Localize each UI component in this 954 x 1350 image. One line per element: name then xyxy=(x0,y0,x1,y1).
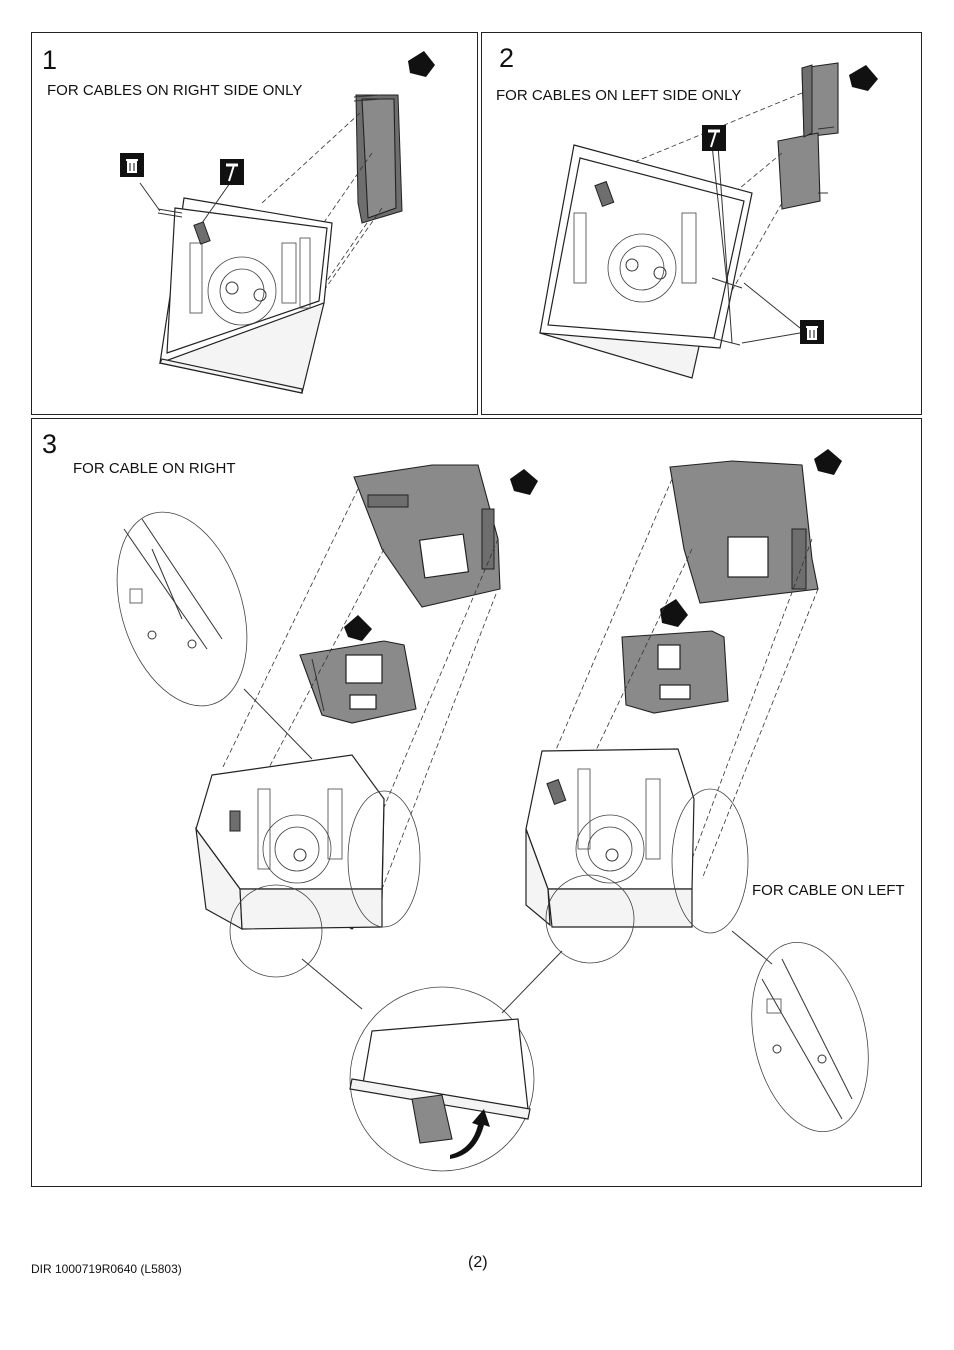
step-1-panel: 1 FOR CABLES ON RIGHT SIDE ONLY xyxy=(31,32,478,415)
device-base-left xyxy=(525,748,695,928)
detail-release-zoom xyxy=(349,1018,531,1159)
device-base xyxy=(159,197,333,394)
step-2-illustration xyxy=(539,62,878,379)
clip-part-right xyxy=(299,640,417,724)
step-2-panel: 2 FOR CABLES ON LEFT SIDE ONLY xyxy=(481,32,922,415)
cable-strip-part xyxy=(777,62,839,210)
hammer-icon xyxy=(220,159,244,185)
hammer-icon xyxy=(702,125,726,151)
step-1-illustration xyxy=(139,51,435,394)
push-arrow-icon xyxy=(660,599,688,627)
cable-strip-part xyxy=(353,94,403,224)
trash-bin-icon xyxy=(800,320,824,344)
push-arrow-icon xyxy=(344,615,372,641)
detail-right-zoom xyxy=(123,518,223,650)
step-3-illustration xyxy=(116,449,869,1172)
step-1-number: 1 xyxy=(42,45,58,75)
device-base-right xyxy=(195,754,385,931)
push-arrow-icon xyxy=(408,51,435,77)
trash-bin-icon xyxy=(120,153,144,177)
page-number: (2) xyxy=(468,1254,488,1271)
top-frame-part-left xyxy=(669,460,819,604)
rotate-arrow-icon xyxy=(450,1109,490,1159)
step-2-number: 2 xyxy=(499,43,515,73)
detail-left-zoom xyxy=(761,958,853,1120)
step-3-caption-left: FOR CABLE ON LEFT xyxy=(752,882,905,899)
push-arrow-icon xyxy=(814,449,842,475)
push-arrow-icon xyxy=(849,65,878,91)
step-3-number: 3 xyxy=(42,429,58,459)
top-frame-part-right xyxy=(353,464,501,608)
step-2-caption: FOR CABLES ON LEFT SIDE ONLY xyxy=(496,87,742,104)
step-3-panel: 3 FOR CABLE ON RIGHT FOR CABLE ON LEFT xyxy=(31,418,922,1187)
step-1-caption: FOR CABLES ON RIGHT SIDE ONLY xyxy=(47,82,303,99)
push-arrow-icon xyxy=(510,469,538,495)
document-code: DIR 1000719R0640 (L5803) xyxy=(31,1262,182,1276)
clip-part-left xyxy=(621,630,729,714)
device-base xyxy=(539,144,753,379)
step-3-caption-right: FOR CABLE ON RIGHT xyxy=(73,460,236,477)
